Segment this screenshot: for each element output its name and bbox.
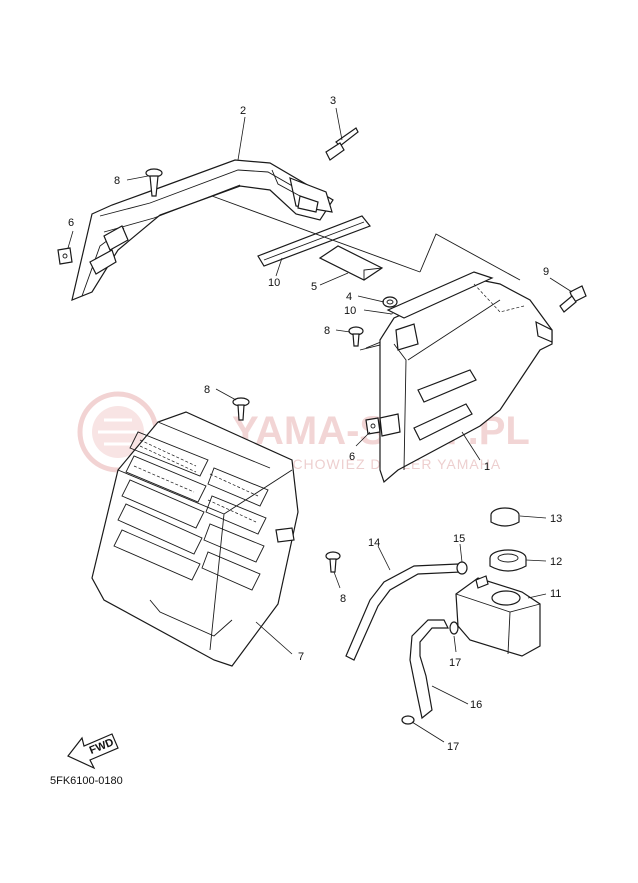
callout-1: 1: [484, 461, 490, 473]
callout-17-mid: 17: [449, 657, 461, 669]
callout-6-right: 6: [349, 451, 355, 463]
part-17-clamp-low: [401, 715, 415, 725]
callout-15: 15: [453, 533, 465, 545]
leader-lines: [67, 107, 573, 743]
part-6-clip-right: [365, 417, 381, 435]
callout-labels: 2 3 8 6 10 5 4 10 8 9 6 1 8 8 7 14 15 17…: [68, 95, 562, 753]
callout-17-low: 17: [447, 741, 459, 753]
callout-6-left: 6: [68, 217, 74, 229]
callout-10-upper: 10: [268, 277, 280, 289]
part-8-screw-top: [145, 168, 163, 197]
part-7-radiator-grill: [91, 411, 299, 667]
part-5-pad: [318, 245, 384, 281]
grill-slats: [113, 431, 269, 591]
callout-11: 11: [550, 588, 561, 600]
part-13-cap: [490, 507, 520, 527]
part-16-hose: [409, 619, 449, 720]
fwd-arrow-icon: FWD: [67, 733, 119, 770]
part-14-hose: [345, 563, 463, 661]
part-12-cap-ring: [489, 549, 527, 572]
callout-8-left: 8: [204, 384, 210, 396]
part-8-screw-left: [232, 397, 250, 421]
callout-5: 5: [311, 281, 317, 293]
callout-16: 16: [470, 699, 482, 711]
callout-8-mid: 8: [324, 325, 330, 337]
part-8-screw-right: [325, 551, 341, 573]
callout-10-lower: 10: [344, 305, 356, 317]
callout-4: 4: [346, 291, 352, 303]
callout-13: 13: [550, 513, 562, 525]
callout-8-top: 8: [114, 175, 120, 187]
callout-2: 2: [240, 105, 246, 117]
callout-8-right: 8: [340, 593, 346, 605]
diagram-code: 5FK6100-0180: [50, 775, 123, 787]
part-10-strip-upper: [257, 215, 371, 267]
part-11-reservoir-tank: [455, 575, 541, 657]
part-15-clamp: [456, 561, 468, 575]
part-8-screw-mid: [348, 326, 364, 347]
watermark-sub-text: WOJCIECHOWIEZ DEALER YAMAHA: [232, 456, 501, 472]
part-17-clamp-mid: [449, 621, 459, 635]
part-2-bracket: [71, 159, 334, 301]
callout-7: 7: [298, 651, 304, 663]
callout-9: 9: [543, 266, 549, 278]
callout-14: 14: [368, 537, 380, 549]
callout-3: 3: [330, 95, 336, 107]
part-9-bolt: [559, 285, 587, 313]
part-1-side-cover: [379, 271, 553, 484]
part-3-pin: [325, 127, 359, 161]
part-6-clip-left: [57, 247, 73, 265]
callout-12: 12: [550, 556, 562, 568]
part-4-nut: [382, 296, 398, 308]
